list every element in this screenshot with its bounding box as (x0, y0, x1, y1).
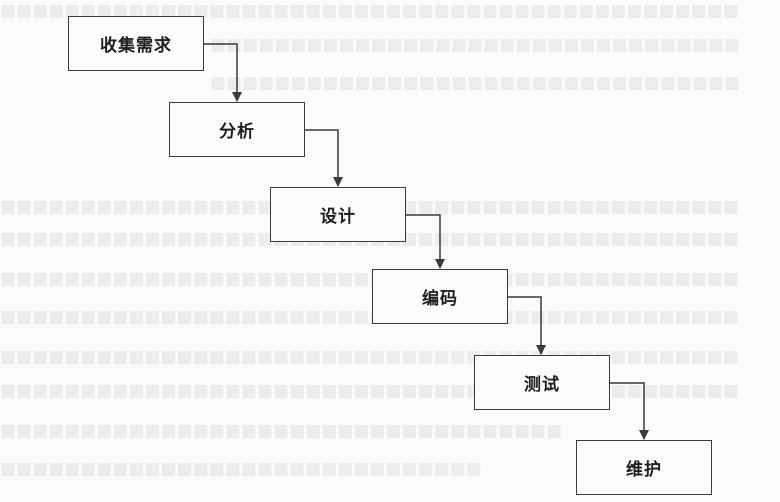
connector-arrow-analysis-to-design (305, 129, 343, 187)
step-maintenance: 维护 (576, 440, 712, 495)
connector-arrow-testing-to-maintenance (610, 382, 649, 440)
step-testing: 测试 (474, 355, 610, 410)
step-coding: 编码 (372, 269, 508, 324)
step-label: 测试 (524, 375, 560, 395)
connector-arrow-design-to-coding (406, 214, 445, 269)
step-analysis: 分析 (169, 102, 305, 157)
step-label: 编码 (422, 289, 458, 309)
step-label: 维护 (626, 460, 662, 480)
step-label: 收集需求 (100, 36, 172, 56)
connector-arrow-coding-to-testing (508, 296, 546, 355)
step-label: 设计 (320, 207, 356, 227)
step-label: 分析 (219, 122, 255, 142)
step-design: 设计 (270, 187, 406, 242)
step-collect-requirements: 收集需求 (68, 16, 204, 71)
connector-arrow-collect-to-analysis (204, 43, 242, 102)
